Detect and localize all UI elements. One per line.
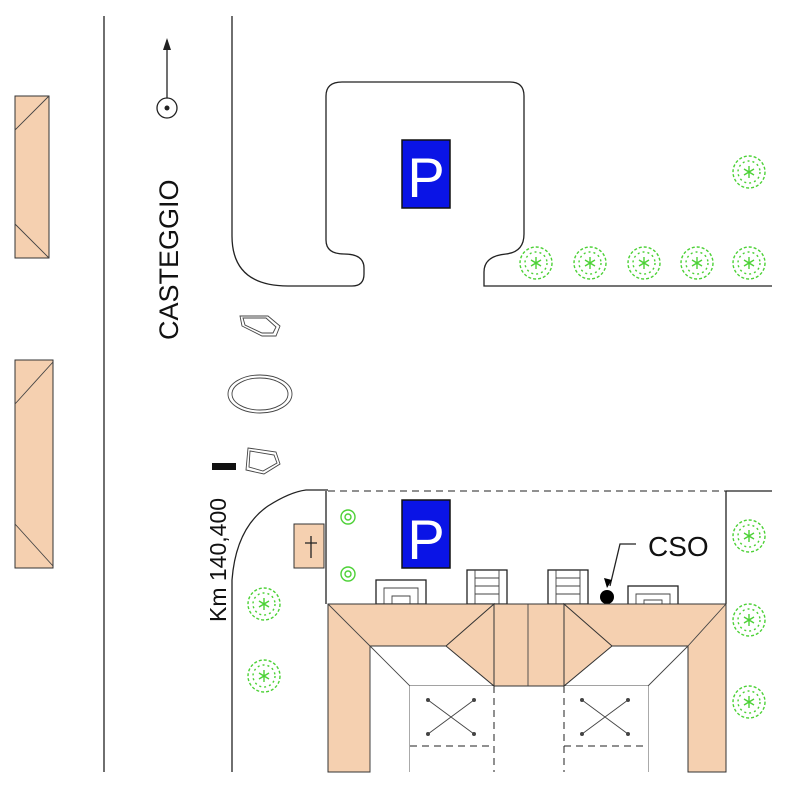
stairs-icon: [547, 569, 589, 605]
building-features: [375, 569, 679, 607]
tree-icon: [340, 566, 356, 582]
tree-icon: [732, 603, 766, 637]
left-buildings: [14, 95, 54, 569]
tree-icon: [732, 246, 766, 280]
tree-icon: [627, 246, 661, 280]
road-markings: [227, 315, 293, 475]
parking-sign-letter: P: [407, 508, 444, 571]
stairs-icon: [466, 569, 508, 605]
tree-icon: [732, 685, 766, 719]
skylight-icon: [375, 579, 427, 605]
parking-sign-north: P: [401, 139, 451, 209]
parking-sign-south: P: [401, 499, 451, 571]
tree-icon: [732, 155, 766, 189]
manhole-cso: CSO: [600, 531, 709, 604]
north-arrow-icon: [156, 38, 178, 119]
skylight-icon: [627, 585, 679, 607]
tree-icon: [340, 509, 356, 525]
cross-icon: [293, 523, 325, 569]
tree-icon: [247, 659, 281, 693]
tree-icon: [519, 246, 553, 280]
tree-icon: [247, 587, 281, 621]
courtyards: [410, 686, 648, 772]
tree-icon: [680, 246, 714, 280]
road-edges: [103, 16, 772, 772]
tree-icon: [573, 246, 607, 280]
street-name-label: CASTEGGIO: [154, 179, 184, 340]
main-building-roof: [327, 602, 727, 773]
kilometer-marker-post: [212, 463, 236, 470]
trees-north: [519, 155, 766, 280]
trees-southeast: [732, 519, 766, 719]
parking-sign-letter: P: [407, 146, 444, 209]
kilometer-marker-label: Km 140,400: [205, 498, 231, 622]
tree-icon: [732, 519, 766, 553]
manhole-label: CSO: [648, 531, 709, 562]
